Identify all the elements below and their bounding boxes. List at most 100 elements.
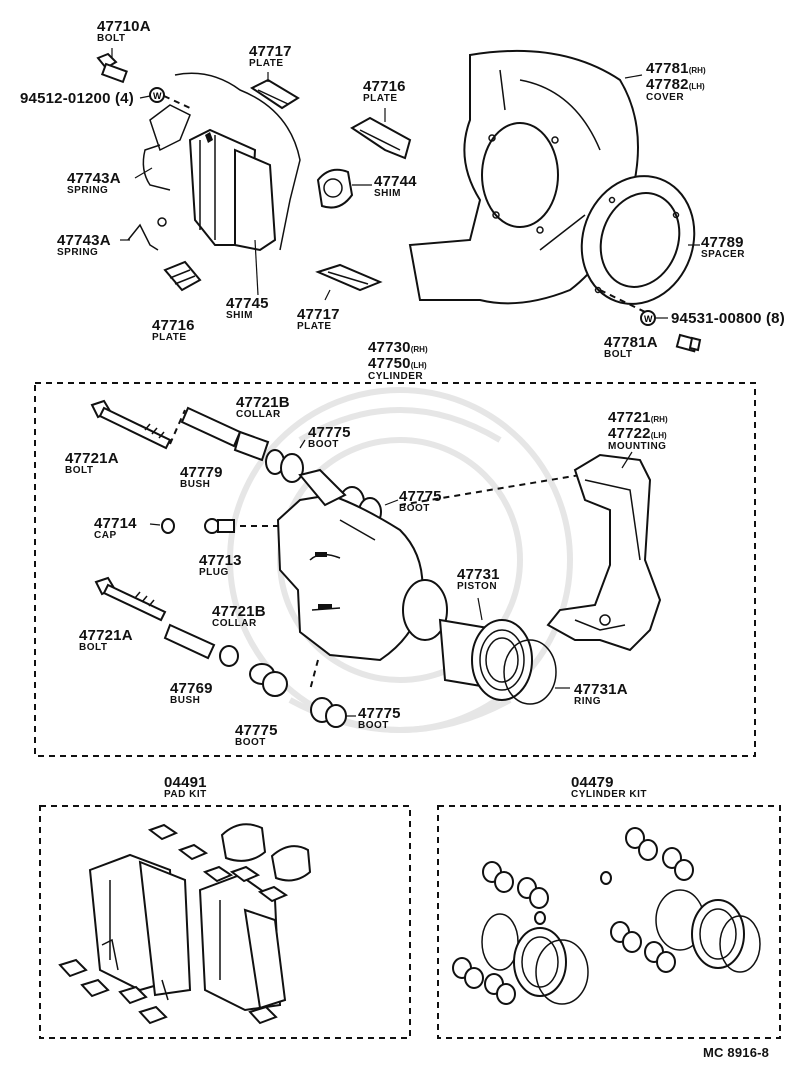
part-label-47781: 47781(RH) 47782(LH) COVER: [646, 61, 706, 103]
plate-icon: [250, 78, 300, 110]
part-suffix: (LH): [688, 82, 705, 91]
part-number: 47779: [180, 464, 223, 481]
part-number: 47716: [363, 78, 406, 95]
part-label-47721: 47721(RH) 47722(LH) MOUNTING: [608, 410, 668, 452]
part-number: 47716: [152, 317, 195, 334]
part-name: COLLAR: [236, 409, 281, 420]
part-number: 47782: [646, 76, 689, 93]
plate-icon: [58, 823, 289, 1025]
shim-icon: [316, 168, 354, 209]
part-number: 47775: [358, 705, 401, 722]
part-name: CAP: [94, 530, 117, 541]
part-number: 47750: [368, 355, 411, 372]
part-number: 47775: [308, 424, 351, 441]
ring-icon: [503, 639, 557, 705]
part-name: CYLINDER KIT: [571, 789, 647, 800]
part-label-04491: 04491 PAD KIT: [164, 775, 207, 800]
part-name: SHIM: [226, 310, 253, 321]
part-label-47789: 47789 SPACER: [701, 235, 745, 260]
part-number: 47730: [368, 339, 411, 356]
spring-icon: [142, 144, 171, 191]
part-label-47745: 47745 SHIM: [226, 296, 269, 321]
part-label-47743a-2: 47743A SPRING: [57, 233, 111, 258]
part-name: BOOT: [308, 439, 339, 450]
part-number: 47775: [399, 488, 442, 505]
bush-icon: [180, 406, 242, 448]
part-label-47714: 47714 CAP: [94, 516, 137, 541]
part-number: 47721B: [236, 394, 290, 411]
part-label-47775-1: 47775 BOOT: [308, 425, 351, 450]
part-number: 47731A: [574, 681, 628, 698]
part-name: PLATE: [363, 93, 398, 104]
pad-kit-box: [39, 805, 411, 1039]
part-label-04479: 04479 CYLINDER KIT: [571, 775, 647, 800]
watermark-emblem: [227, 387, 573, 733]
part-name: CYLINDER: [368, 371, 424, 382]
part-label-47744: 47744 SHIM: [374, 174, 417, 199]
part-name: RING: [574, 696, 601, 707]
part-label-47717-top: 47717 PLATE: [249, 44, 292, 69]
part-name: COVER: [646, 92, 685, 103]
collar-icon: [219, 645, 239, 667]
part-number: 47789: [701, 234, 744, 251]
part-label-47721a-1: 47721A BOLT: [65, 451, 119, 476]
part-label-47716-bot: 47716 PLATE: [152, 318, 195, 343]
part-label-94531: 94531-00800 (8): [671, 310, 785, 327]
part-number: 47743A: [57, 232, 111, 249]
part-suffix: (RH): [410, 345, 428, 354]
diagram-code: MC 8916-8: [703, 1045, 770, 1060]
plate-icon: [315, 263, 383, 292]
part-label-47775-4: 47775 BOOT: [358, 706, 401, 731]
part-name: BOOT: [399, 503, 430, 514]
bush-icon: [163, 623, 216, 660]
piston-icon: [402, 579, 533, 701]
part-number: 47743A: [67, 170, 121, 187]
part-number: 47710A: [97, 18, 151, 35]
part-number: 47721A: [65, 450, 119, 467]
part-number: 47717: [249, 43, 292, 60]
part-number: 47721B: [212, 603, 266, 620]
bolt-icon: [675, 333, 702, 353]
plug-icon: [204, 518, 235, 534]
part-label-47721b-2: 47721B COLLAR: [212, 604, 266, 629]
part-name: SPRING: [67, 185, 109, 196]
part-label-47713: 47713 PLUG: [199, 553, 242, 578]
part-number: 47781: [646, 60, 689, 77]
part-suffix: (RH): [688, 66, 706, 75]
part-name: PAD KIT: [164, 789, 207, 800]
part-label-47721b-1: 47721B COLLAR: [236, 395, 290, 420]
collar-icon: [233, 430, 270, 462]
spring-icon: [101, 938, 169, 1001]
part-number: 04491: [164, 774, 207, 791]
boot-icon: [265, 449, 304, 483]
part-number: 47717: [297, 306, 340, 323]
part-name: BOLT: [97, 33, 126, 44]
plate-icon: [350, 116, 412, 160]
part-label-47769: 47769 BUSH: [170, 681, 213, 706]
part-number: 47775: [235, 722, 278, 739]
part-number: 47721: [608, 409, 651, 426]
part-number: 47714: [94, 515, 137, 532]
spring-icon: [127, 217, 167, 251]
part-label-47730: 47730(RH) 47750(LH) CYLINDER: [368, 340, 428, 382]
part-name: MOUNTING: [608, 441, 667, 452]
washer-icon: W: [149, 87, 165, 103]
svg-text:W: W: [153, 91, 162, 101]
part-name: BOLT: [79, 642, 108, 653]
part-label-47731a: 47731A RING: [574, 682, 628, 707]
bolt-icon: [94, 576, 167, 622]
part-label-47716-top: 47716 PLATE: [363, 79, 406, 104]
part-number: 47721A: [79, 627, 133, 644]
boot-icon: [249, 663, 288, 697]
brake-pad-icon: [88, 853, 287, 1012]
cylinder-group-box: [34, 382, 756, 757]
part-name: PLUG: [199, 567, 229, 578]
part-name: SPRING: [57, 247, 99, 258]
part-number: 47722: [608, 425, 651, 442]
part-number: 47713: [199, 552, 242, 569]
bolt-icon: [96, 52, 128, 84]
cap-icon: [534, 871, 612, 925]
part-name: PLATE: [152, 332, 187, 343]
part-number: 47731: [457, 566, 500, 583]
shim-icon: [220, 823, 312, 882]
